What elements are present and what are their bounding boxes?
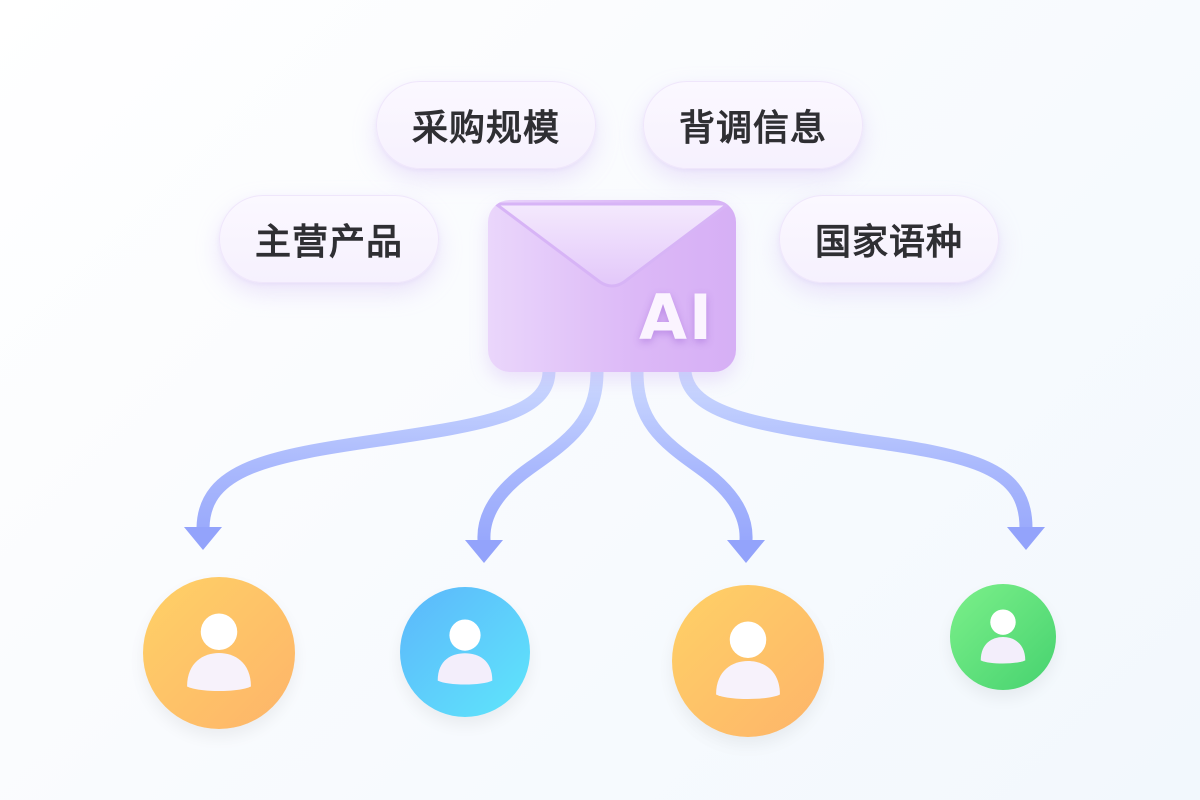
arrow-path-1	[196, 365, 556, 535]
tag-label: 国家语种	[814, 222, 963, 263]
arrow-path-2	[477, 365, 604, 547]
arrowhead-4	[1007, 527, 1045, 550]
attribute-tag-country-language: 国家语种	[779, 195, 999, 283]
ai-envelope: AI	[488, 200, 736, 372]
ai-label: AI	[638, 281, 714, 354]
envelope-icon	[494, 202, 730, 288]
user-icon	[716, 621, 780, 699]
arrowhead-3	[727, 540, 765, 563]
recipient-avatar-2	[400, 587, 530, 717]
user-icon	[980, 609, 1026, 664]
arrowhead-2	[465, 540, 503, 563]
recipient-avatar-3	[672, 585, 824, 737]
attribute-tag-main-products: 主营产品	[219, 195, 439, 283]
user-icon	[187, 613, 251, 691]
tag-label: 采购规模	[411, 108, 560, 149]
user-icon	[437, 619, 493, 685]
recipient-avatar-1	[143, 577, 295, 729]
attribute-tag-procurement-scale: 采购规模	[376, 81, 596, 169]
arrowhead-1	[184, 527, 222, 550]
arrow-path-4	[678, 365, 1033, 535]
tag-label: 背调信息	[678, 108, 827, 149]
recipient-avatar-4	[950, 584, 1056, 690]
attribute-tag-background-info: 背调信息	[643, 81, 863, 169]
arrow-path-3	[630, 365, 753, 547]
tag-label: 主营产品	[254, 222, 403, 263]
